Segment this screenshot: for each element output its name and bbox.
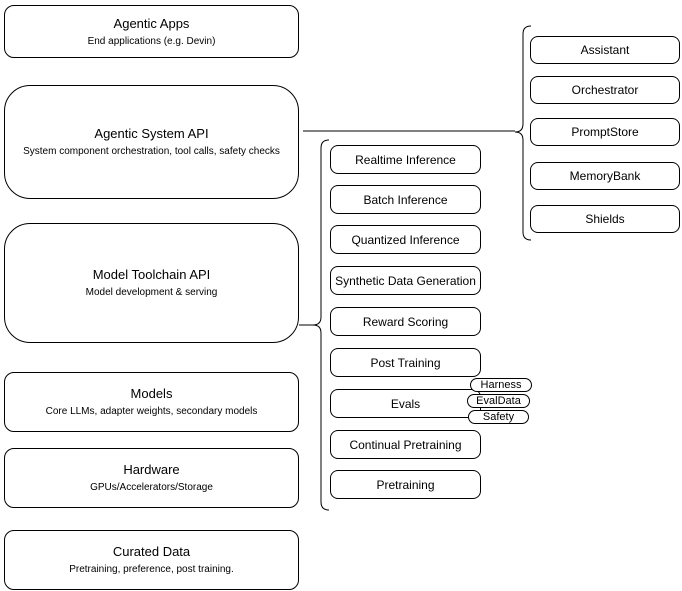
node-quantized-inference: Quantized Inference <box>330 225 481 254</box>
pill-evaldata: EvalData <box>467 394 530 408</box>
node-hardware: Hardware GPUs/Accelerators/Storage <box>4 448 299 508</box>
node-models: Models Core LLMs, adapter weights, secon… <box>4 372 299 432</box>
node-model-toolchain-api: Model Toolchain API Model development & … <box>4 223 299 343</box>
node-subtitle: GPUs/Accelerators/Storage <box>90 482 213 493</box>
toolchain-brace <box>312 139 330 511</box>
node-post-training: Post Training <box>330 348 481 377</box>
node-continual-pretraining: Continual Pretraining <box>330 430 481 459</box>
pill-safety: Safety <box>468 410 529 424</box>
node-batch-inference: Batch Inference <box>330 185 481 214</box>
node-memorybank: MemoryBank <box>530 162 680 190</box>
node-assistant: Assistant <box>530 36 680 64</box>
node-orchestrator: Orchestrator <box>530 76 680 104</box>
node-title: Hardware <box>123 462 180 477</box>
node-promptstore: PromptStore <box>530 118 680 146</box>
node-title: Curated Data <box>112 544 191 559</box>
node-realtime-inference: Realtime Inference <box>330 145 481 174</box>
node-evals: Evals <box>330 389 481 418</box>
node-title: Models <box>130 386 173 401</box>
pill-harness: Harness <box>470 378 532 392</box>
node-title: Agentic System API <box>94 126 209 141</box>
node-subtitle: Core LLMs, adapter weights, secondary mo… <box>45 406 258 417</box>
node-subtitle: System component orchestration, tool cal… <box>23 146 280 157</box>
node-curated-data: Curated Data Pretraining, preference, po… <box>4 530 299 590</box>
node-shields: Shields <box>530 205 680 233</box>
node-pretraining: Pretraining <box>330 470 481 499</box>
node-subtitle: Model development & serving <box>85 287 218 298</box>
node-title: Model Toolchain API <box>92 267 211 282</box>
system-brace <box>514 25 532 241</box>
node-reward-scoring: Reward Scoring <box>330 307 481 336</box>
node-subtitle: Pretraining, preference, post training. <box>69 564 234 575</box>
node-agentic-apps: Agentic Apps End applications (e.g. Devi… <box>4 5 299 58</box>
node-agentic-system-api: Agentic System API System component orch… <box>4 85 299 199</box>
node-subtitle: End applications (e.g. Devin) <box>87 35 216 47</box>
node-title: Agentic Apps <box>113 15 190 31</box>
node-synthetic-data-generation: Synthetic Data Generation <box>330 266 481 295</box>
